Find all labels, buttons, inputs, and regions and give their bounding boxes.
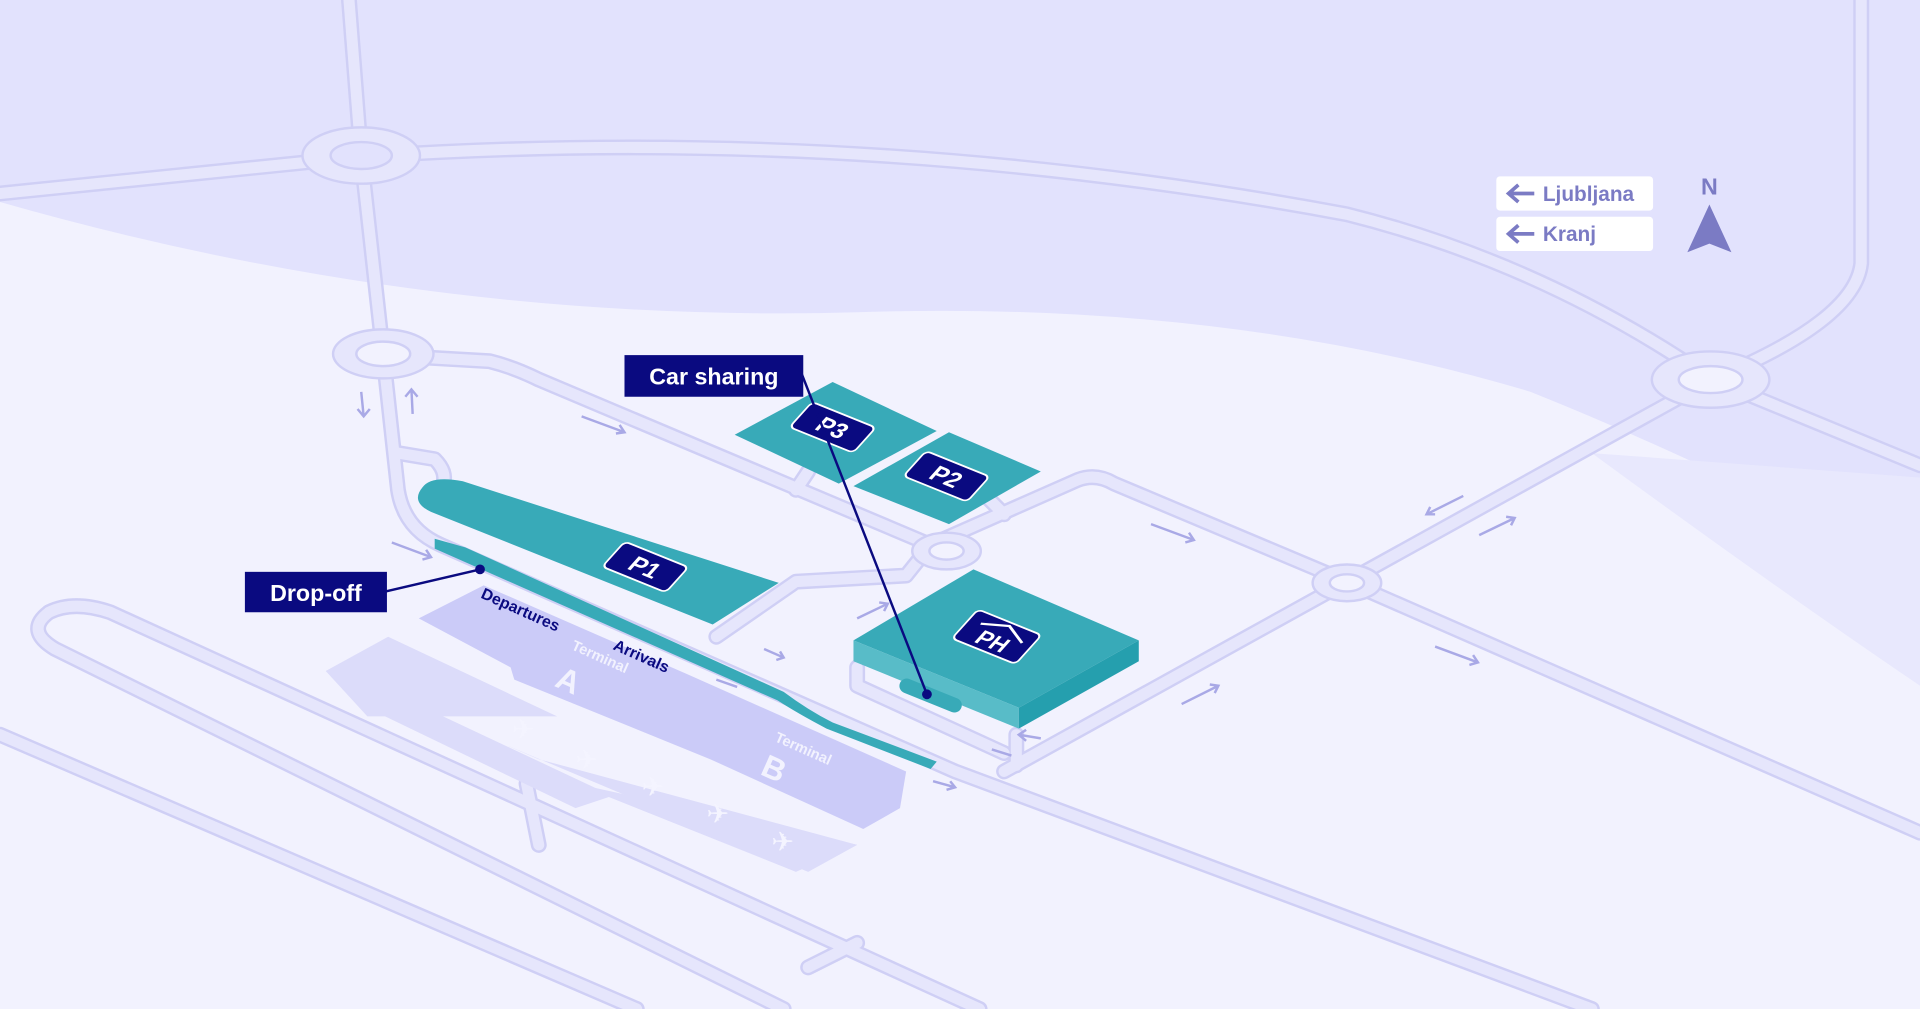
parking-areas: P1 P3 P2 PH [417, 382, 1139, 729]
terminal-building: Departures Arrivals Terminal A Terminal … [325, 538, 937, 872]
right-band [1591, 453, 1920, 686]
p1-badge: P1 [603, 542, 688, 592]
drop-off-lane [434, 538, 937, 769]
airplane-icons: ✈ ✈ ✈ ✈ ✈ [512, 714, 794, 857]
drop-off-callout[interactable]: Drop-off [244, 571, 387, 613]
parking-p1[interactable] [417, 479, 779, 625]
arrow-left-icon [1505, 183, 1535, 204]
kranj-label: Kranj [1543, 223, 1596, 246]
traffic-arrows [356, 387, 1517, 791]
sign-kranj[interactable]: Kranj [1496, 216, 1654, 252]
compass: N [1687, 174, 1732, 253]
svg-text:✈: ✈ [576, 745, 599, 775]
drop-off-label: Drop-off [270, 580, 362, 606]
svg-text:✈: ✈ [512, 714, 535, 744]
p3-badge: P3 [790, 402, 875, 453]
svg-text:✈: ✈ [642, 772, 665, 802]
ph-badge: PH [953, 609, 1041, 664]
svg-text:✈: ✈ [707, 799, 730, 829]
roundabouts [301, 126, 1771, 603]
car-sharing-label: Car sharing [649, 364, 778, 390]
p2-badge: P2 [904, 451, 989, 502]
ljubljana-label: Ljubljana [1543, 183, 1635, 206]
callouts: Car sharing Drop-off [244, 355, 932, 700]
arrow-left-icon [1505, 223, 1535, 244]
compass-north-label: N [1701, 174, 1718, 200]
roof-icon [980, 622, 1024, 644]
svg-text:✈: ✈ [771, 827, 794, 857]
north-arrow-icon [1687, 204, 1732, 253]
direction-signs: Ljubljana Kranj N [1496, 174, 1732, 253]
car-sharing-callout[interactable]: Car sharing [624, 355, 804, 397]
sign-ljubljana[interactable]: Ljubljana [1496, 176, 1654, 211]
